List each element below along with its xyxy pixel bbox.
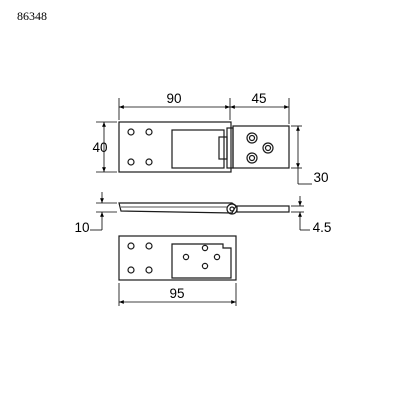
screw-hole [201,244,209,252]
countersunk-hole [262,142,274,154]
screw-hole [145,158,153,166]
dim-label-45: 45 [251,91,266,106]
dim-label-10: 10 [74,220,89,235]
top-tongue [171,129,225,169]
dim-label-30: 30 [313,170,328,185]
side-right-plate [236,205,290,213]
screw-hole [145,128,153,136]
side-dimensions [90,192,310,231]
countersunk-hole [246,152,258,164]
screw-hole [145,266,153,274]
top-right-plate [232,125,290,169]
bottom-view [118,235,237,281]
screw-hole [127,266,135,274]
hinge-knuckle [218,136,228,160]
countersunk-hole [246,132,258,144]
top-left-plate [118,121,232,173]
hinge-pin [226,127,234,169]
side-view [118,202,290,215]
side-left-plate [118,202,237,214]
product-code: 86348 [17,9,47,23]
top-view [118,121,290,173]
dim-label-40: 40 [92,140,107,155]
bottom-plate [118,235,237,281]
dim-label-4-5: 4.5 [313,220,332,235]
dim-label-90: 90 [166,91,181,106]
screw-hole [201,262,209,270]
screw-hole [127,128,135,136]
screw-hole [145,242,153,250]
top-dimensions [96,98,312,185]
screw-hole [213,253,221,261]
bottom-recess [171,243,232,279]
bottom-dimensions [118,283,237,306]
screw-hole [182,253,190,261]
screw-hole [127,242,135,250]
dim-label-95: 95 [169,286,184,301]
screw-hole [127,158,135,166]
